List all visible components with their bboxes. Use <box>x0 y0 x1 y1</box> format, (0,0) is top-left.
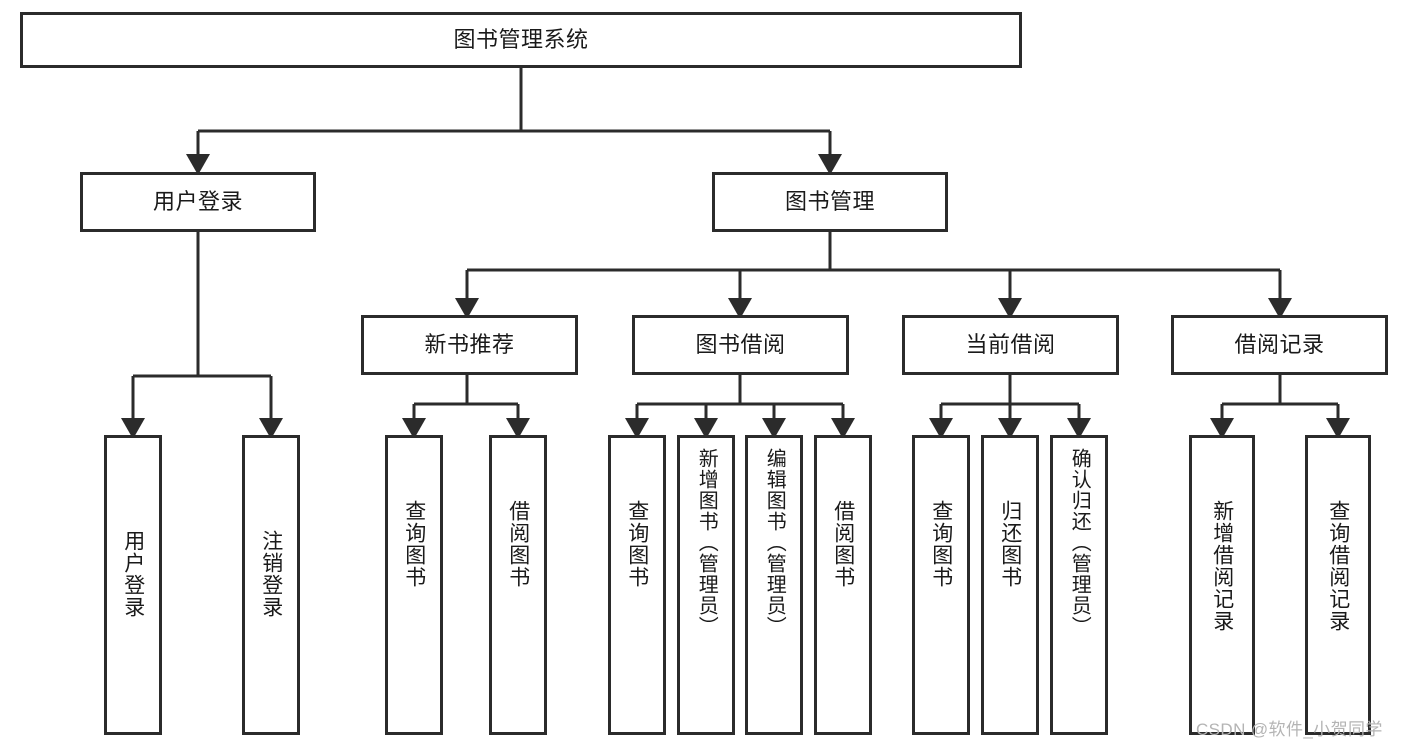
leaf-cur-return-book-label: 归还图书 <box>998 500 1022 588</box>
node-user-login-label: 用户登录 <box>152 189 243 214</box>
node-book-manage-label: 图书管理 <box>784 189 875 214</box>
node-borrow-record[interactable]: 借阅记录 <box>1171 315 1388 375</box>
node-new-book-rec[interactable]: 新书推荐 <box>361 315 578 375</box>
node-root-label: 图书管理系统 <box>453 27 589 52</box>
leaf-cur-confirm-return-label: 确认归还（管理员） <box>1068 448 1091 637</box>
leaf-rec-add-record[interactable]: 新增借阅记录 <box>1189 435 1255 735</box>
leaf-borrow-query-book-label: 查询图书 <box>625 500 649 588</box>
node-user-login[interactable]: 用户登录 <box>80 172 316 232</box>
leaf-cur-confirm-return[interactable]: 确认归还（管理员） <box>1050 435 1108 735</box>
leaf-rec-query-record[interactable]: 查询借阅记录 <box>1305 435 1371 735</box>
leaf-rec-borrow-book-label: 借阅图书 <box>506 500 530 588</box>
leaf-user-logout[interactable]: 注销登录 <box>242 435 300 735</box>
leaf-borrow-query-book[interactable]: 查询图书 <box>608 435 666 735</box>
node-book-borrow-label: 图书借阅 <box>695 332 786 357</box>
leaf-cur-query-book[interactable]: 查询图书 <box>912 435 970 735</box>
leaf-borrow-add-book[interactable]: 新增图书（管理员） <box>677 435 735 735</box>
node-book-manage[interactable]: 图书管理 <box>712 172 948 232</box>
node-new-book-rec-label: 新书推荐 <box>424 332 515 357</box>
leaf-borrow-borrow-book[interactable]: 借阅图书 <box>814 435 872 735</box>
leaf-borrow-edit-book[interactable]: 编辑图书（管理员） <box>745 435 803 735</box>
leaf-borrow-add-book-label: 新增图书（管理员） <box>695 448 718 637</box>
leaf-rec-query-book-label: 查询图书 <box>402 500 426 588</box>
leaf-user-logout-label: 注销登录 <box>259 530 283 618</box>
leaf-borrow-borrow-book-label: 借阅图书 <box>831 500 855 588</box>
watermark: CSDN @软件_小贺同学 <box>1196 720 1383 739</box>
node-current-borrow-label: 当前借阅 <box>965 332 1056 357</box>
leaf-user-login-label: 用户登录 <box>121 530 145 618</box>
node-book-borrow[interactable]: 图书借阅 <box>632 315 849 375</box>
leaf-rec-borrow-book[interactable]: 借阅图书 <box>489 435 547 735</box>
leaf-user-login[interactable]: 用户登录 <box>104 435 162 735</box>
leaf-borrow-edit-book-label: 编辑图书（管理员） <box>763 448 786 637</box>
node-root[interactable]: 图书管理系统 <box>20 12 1022 68</box>
leaf-rec-query-book[interactable]: 查询图书 <box>385 435 443 735</box>
leaf-rec-query-record-label: 查询借阅记录 <box>1326 500 1350 632</box>
node-current-borrow[interactable]: 当前借阅 <box>902 315 1119 375</box>
node-borrow-record-label: 借阅记录 <box>1234 332 1325 357</box>
leaf-rec-add-record-label: 新增借阅记录 <box>1210 500 1234 632</box>
leaf-cur-return-book[interactable]: 归还图书 <box>981 435 1039 735</box>
leaf-cur-query-book-label: 查询图书 <box>929 500 953 588</box>
